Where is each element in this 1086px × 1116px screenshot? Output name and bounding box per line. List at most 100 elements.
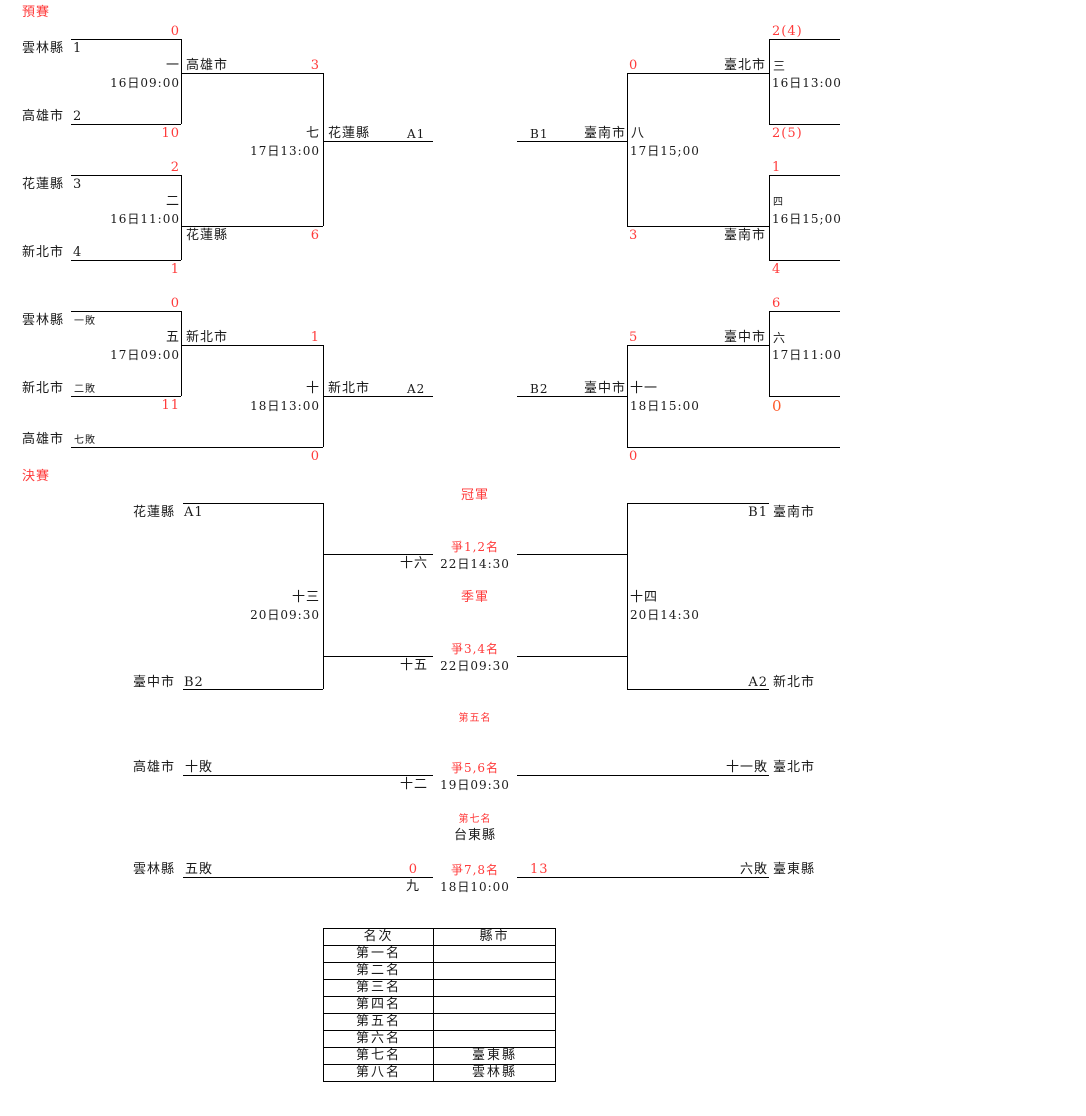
score: 4 bbox=[772, 262, 782, 277]
bracket-line bbox=[769, 39, 770, 124]
slot-label: 六敗 bbox=[739, 862, 768, 877]
team-name: 臺北市 bbox=[773, 760, 816, 775]
bracket-line bbox=[71, 124, 181, 125]
bracket-line bbox=[517, 877, 769, 878]
score: 2(4) bbox=[772, 24, 803, 39]
bracket-line bbox=[71, 447, 323, 448]
table-row: 第四名 bbox=[323, 996, 556, 1014]
bracket-line bbox=[183, 503, 323, 504]
match-label: 爭3,4名 bbox=[450, 642, 500, 656]
match-number: 一 bbox=[165, 58, 180, 73]
bracket-line bbox=[627, 345, 769, 346]
score: 2 bbox=[170, 160, 180, 175]
bracket-line bbox=[769, 396, 840, 397]
match-time: 18日15:00 bbox=[630, 399, 700, 413]
seed: 一敗 bbox=[74, 316, 96, 327]
score: 13 bbox=[530, 862, 549, 877]
score: 1 bbox=[772, 160, 782, 175]
match-time: 16日11:00 bbox=[110, 212, 180, 226]
winner-name: 臺北市 bbox=[723, 58, 766, 73]
bracket-line bbox=[627, 503, 628, 689]
ranking-table: 名次 縣市 第一名 第二名 第三名 第四名 第五名 第六名 第七名臺東縣 第八名… bbox=[323, 928, 556, 1082]
city-cell bbox=[433, 962, 556, 980]
match-time: 18日13:00 bbox=[250, 399, 320, 413]
slot-label: 十一敗 bbox=[725, 760, 768, 775]
winner-name: 花蓮縣 bbox=[186, 228, 229, 243]
bracket-line bbox=[71, 175, 181, 176]
bracket-line bbox=[769, 175, 770, 260]
team-name: 花蓮縣 bbox=[133, 505, 176, 520]
match-time: 19日09:30 bbox=[440, 778, 510, 792]
match-number: 二 bbox=[165, 194, 180, 209]
city-cell bbox=[433, 979, 556, 997]
match-number: 五 bbox=[165, 330, 180, 345]
match-time: 16日09:00 bbox=[110, 76, 180, 90]
bracket-line bbox=[627, 73, 769, 74]
match-number: 十一 bbox=[630, 381, 659, 396]
score: 3 bbox=[629, 228, 639, 243]
team-name: 新北市 bbox=[773, 675, 816, 690]
slot-label: A2 bbox=[407, 382, 426, 396]
ranking-header-city: 縣市 bbox=[433, 928, 556, 946]
rank-cell: 第六名 bbox=[323, 1030, 434, 1048]
bracket-line bbox=[181, 175, 182, 260]
score: 1 bbox=[170, 262, 180, 277]
team-name: 雲林縣 bbox=[133, 862, 176, 877]
slot-label: A2 bbox=[748, 675, 768, 690]
match-number: 十三 bbox=[291, 590, 320, 605]
score: 0 bbox=[629, 449, 639, 464]
section-final-title: 決賽 bbox=[22, 469, 51, 484]
winner-name: 新北市 bbox=[186, 330, 229, 345]
city-cell: 雲林縣 bbox=[433, 1064, 556, 1082]
city-cell bbox=[433, 1013, 556, 1031]
bracket-line bbox=[627, 226, 769, 227]
city-cell bbox=[433, 945, 556, 963]
city-cell: 臺東縣 bbox=[433, 1047, 556, 1065]
team-name: 雲林縣 bbox=[22, 41, 65, 56]
bracket-line bbox=[769, 311, 770, 396]
rank-cell: 第七名 bbox=[323, 1047, 434, 1065]
bracket-line bbox=[323, 656, 433, 657]
city-cell bbox=[433, 996, 556, 1014]
bracket-line bbox=[71, 260, 181, 261]
score: 0 bbox=[772, 397, 783, 415]
match-time: 17日09:00 bbox=[110, 348, 180, 362]
seed: 4 bbox=[73, 245, 83, 260]
match-number: 八 bbox=[631, 126, 646, 141]
team-name: 臺東縣 bbox=[773, 862, 816, 877]
bracket-line bbox=[517, 656, 627, 657]
bracket-line bbox=[769, 124, 840, 125]
match-time: 20日14:30 bbox=[630, 608, 700, 622]
slot-label: B2 bbox=[184, 675, 204, 690]
match-time: 22日09:30 bbox=[440, 659, 510, 673]
team-name: 高雄市 bbox=[22, 109, 65, 124]
team-name: 新北市 bbox=[22, 245, 65, 260]
bracket-line bbox=[181, 39, 182, 124]
bracket-line bbox=[181, 311, 182, 396]
match-number: 九 bbox=[405, 879, 420, 894]
table-row: 第五名 bbox=[323, 1013, 556, 1031]
winner-name: 花蓮縣 bbox=[328, 126, 371, 141]
table-row: 第三名 bbox=[323, 979, 556, 997]
match-number: 十 bbox=[305, 381, 320, 396]
bracket-line bbox=[769, 311, 840, 312]
score: 0 bbox=[170, 24, 180, 39]
bracket-line bbox=[627, 345, 628, 447]
bracket-line bbox=[181, 73, 323, 74]
match-time: 17日13:00 bbox=[250, 144, 320, 158]
slot-label: 十敗 bbox=[185, 760, 214, 775]
seventh-place-team: 台東縣 bbox=[453, 828, 496, 843]
table-row: 第六名 bbox=[323, 1030, 556, 1048]
third-place-label: 季軍 bbox=[460, 590, 489, 605]
winner-name: 高雄市 bbox=[186, 58, 229, 73]
fifth-place-label: 第五名 bbox=[458, 713, 492, 724]
match-label: 爭5,6名 bbox=[450, 761, 500, 775]
score: 3 bbox=[310, 58, 320, 73]
match-label: 爭1,2名 bbox=[450, 540, 500, 554]
match-number: 七 bbox=[305, 126, 320, 141]
seed: 3 bbox=[73, 177, 83, 192]
bracket-line bbox=[769, 260, 840, 261]
match-time: 17日11:00 bbox=[772, 348, 842, 362]
score: 11 bbox=[161, 398, 180, 413]
champion-label: 冠軍 bbox=[460, 488, 489, 503]
